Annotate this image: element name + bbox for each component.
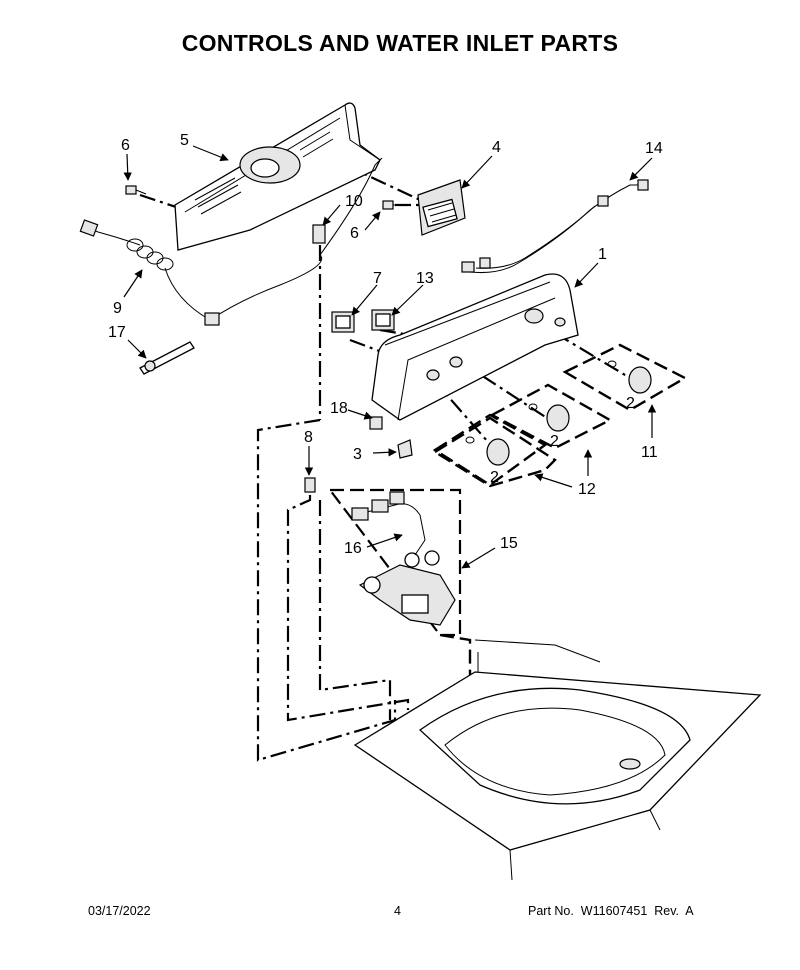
callout-11: 11 [641, 444, 658, 461]
screw-part-6b [382, 200, 402, 210]
clip-part-3 [397, 439, 413, 459]
washer-top [353, 639, 762, 881]
footer-page-number: 4 [394, 904, 401, 918]
control-board [417, 179, 466, 236]
callout-2a: 2 [490, 469, 499, 486]
screw-part-6a [125, 185, 147, 195]
wire-clip [312, 224, 326, 244]
callout-5: 5 [180, 132, 189, 149]
water-inlet-valve [358, 550, 456, 626]
callout-16: 16 [344, 540, 362, 557]
callout-2c: 2 [626, 395, 635, 412]
callout-4: 4 [492, 139, 501, 156]
callout-labels: 1 2 2 2 3 4 5 6 6 7 8 9 10 11 12 13 14 1… [108, 132, 663, 557]
callout-1: 1 [598, 246, 607, 263]
callout-18: 18 [330, 400, 348, 417]
leader-lines [123, 145, 657, 569]
console [371, 273, 579, 421]
callout-6b: 6 [350, 225, 359, 242]
knob-2c [607, 360, 652, 394]
valve-harness [351, 491, 426, 556]
callout-6a: 6 [121, 137, 130, 154]
callout-13: 13 [416, 270, 434, 287]
console-rear-panel [174, 102, 381, 251]
callout-3: 3 [353, 446, 362, 463]
callout-7: 7 [373, 270, 382, 287]
power-cord [79, 157, 383, 326]
guide-lines [139, 164, 631, 762]
switch-part-13 [371, 309, 395, 331]
callout-17: 17 [108, 324, 126, 341]
callout-8: 8 [304, 429, 313, 446]
callout-2b: 2 [550, 433, 559, 450]
clip-part-18 [369, 416, 383, 430]
callout-14: 14 [645, 140, 663, 157]
callout-12: 12 [578, 481, 596, 498]
page-title: CONTROLS AND WATER INLET PARTS [181, 30, 619, 56]
switch-part-7 [331, 311, 355, 333]
footer-part-number: Part No. W11607451 Rev. A [528, 904, 694, 918]
callout-9: 9 [113, 300, 122, 317]
knob-2b [528, 403, 570, 432]
screw-part-8 [304, 477, 316, 493]
cable-tie [139, 341, 195, 375]
callout-10: 10 [345, 193, 363, 210]
callout-15: 15 [500, 535, 518, 552]
knob-2a [465, 436, 510, 466]
wire-harness [461, 179, 649, 273]
footer-date: 03/17/2022 [88, 904, 151, 918]
